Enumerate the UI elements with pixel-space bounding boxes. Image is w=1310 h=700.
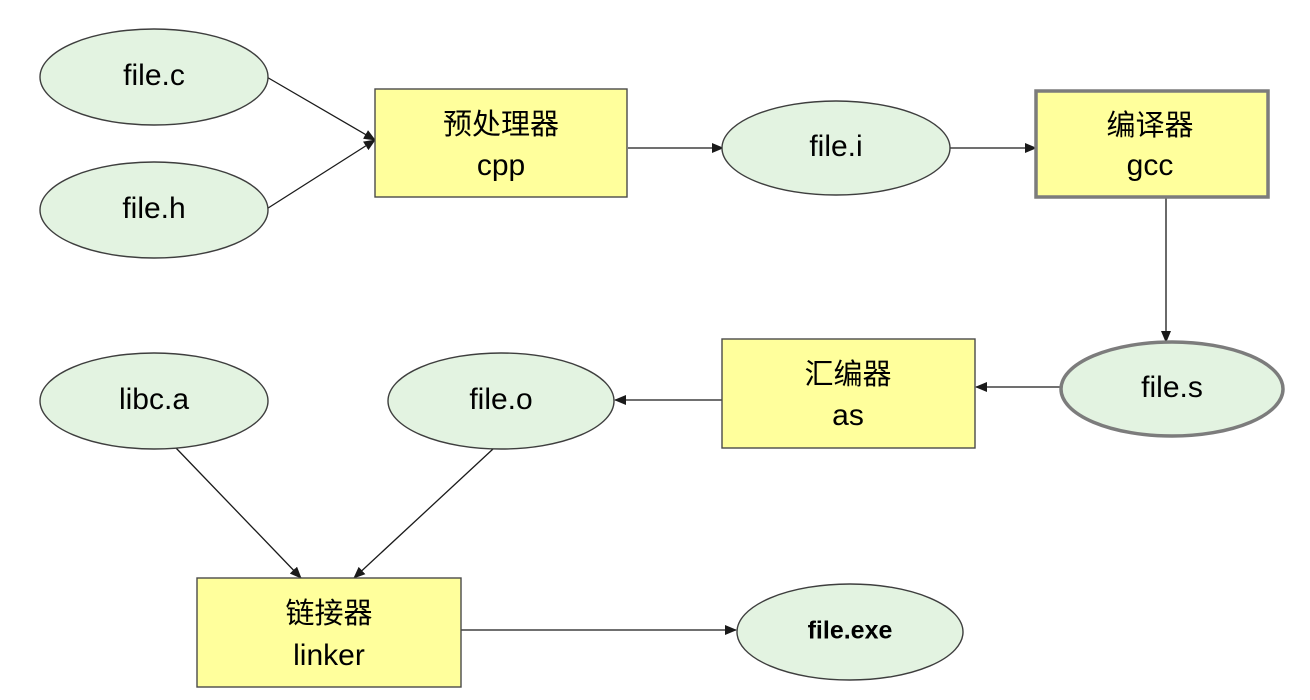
node-file-i-label: file.i (809, 130, 862, 163)
node-compiler: 编译器 gcc (1034, 89, 1270, 199)
edge-file-o-to-linker (353, 448, 494, 579)
node-libc-a: libc.a (39, 352, 269, 450)
assembler-title: 汇编器 (804, 357, 891, 391)
node-linker: 链接器 linker (196, 577, 462, 688)
node-file-i: file.i (721, 100, 951, 196)
edge-libc-to-linker (175, 447, 302, 579)
node-file-o-label: file.o (469, 383, 532, 416)
compiler-title: 编译器 (1106, 108, 1193, 142)
edge-file-c-to-cpp (264, 75, 376, 141)
linker-title: 链接器 (285, 596, 372, 630)
node-file-exe-label: file.exe (808, 617, 893, 645)
node-file-o: file.o (387, 352, 615, 450)
node-file-c: file.c (39, 28, 269, 126)
edge-file-h-to-cpp (264, 139, 376, 211)
node-file-exe: file.exe (736, 583, 964, 681)
preprocessor-title: 预处理器 (443, 107, 559, 141)
compiler-tool: gcc (1127, 149, 1174, 182)
node-file-c-label: file.c (123, 59, 185, 92)
node-libc-a-label: libc.a (119, 383, 189, 416)
node-assembler: 汇编器 as (721, 338, 976, 449)
preprocessor-tool: cpp (477, 149, 525, 182)
linker-tool: linker (293, 639, 365, 672)
node-file-h: file.h (39, 161, 269, 259)
node-file-h-label: file.h (122, 192, 185, 225)
node-file-s-label: file.s (1141, 371, 1203, 404)
edges (175, 75, 1171, 635)
node-file-s: file.s (1059, 340, 1285, 438)
assembler-tool: as (832, 399, 864, 432)
node-preprocessor: 预处理器 cpp (374, 88, 628, 198)
